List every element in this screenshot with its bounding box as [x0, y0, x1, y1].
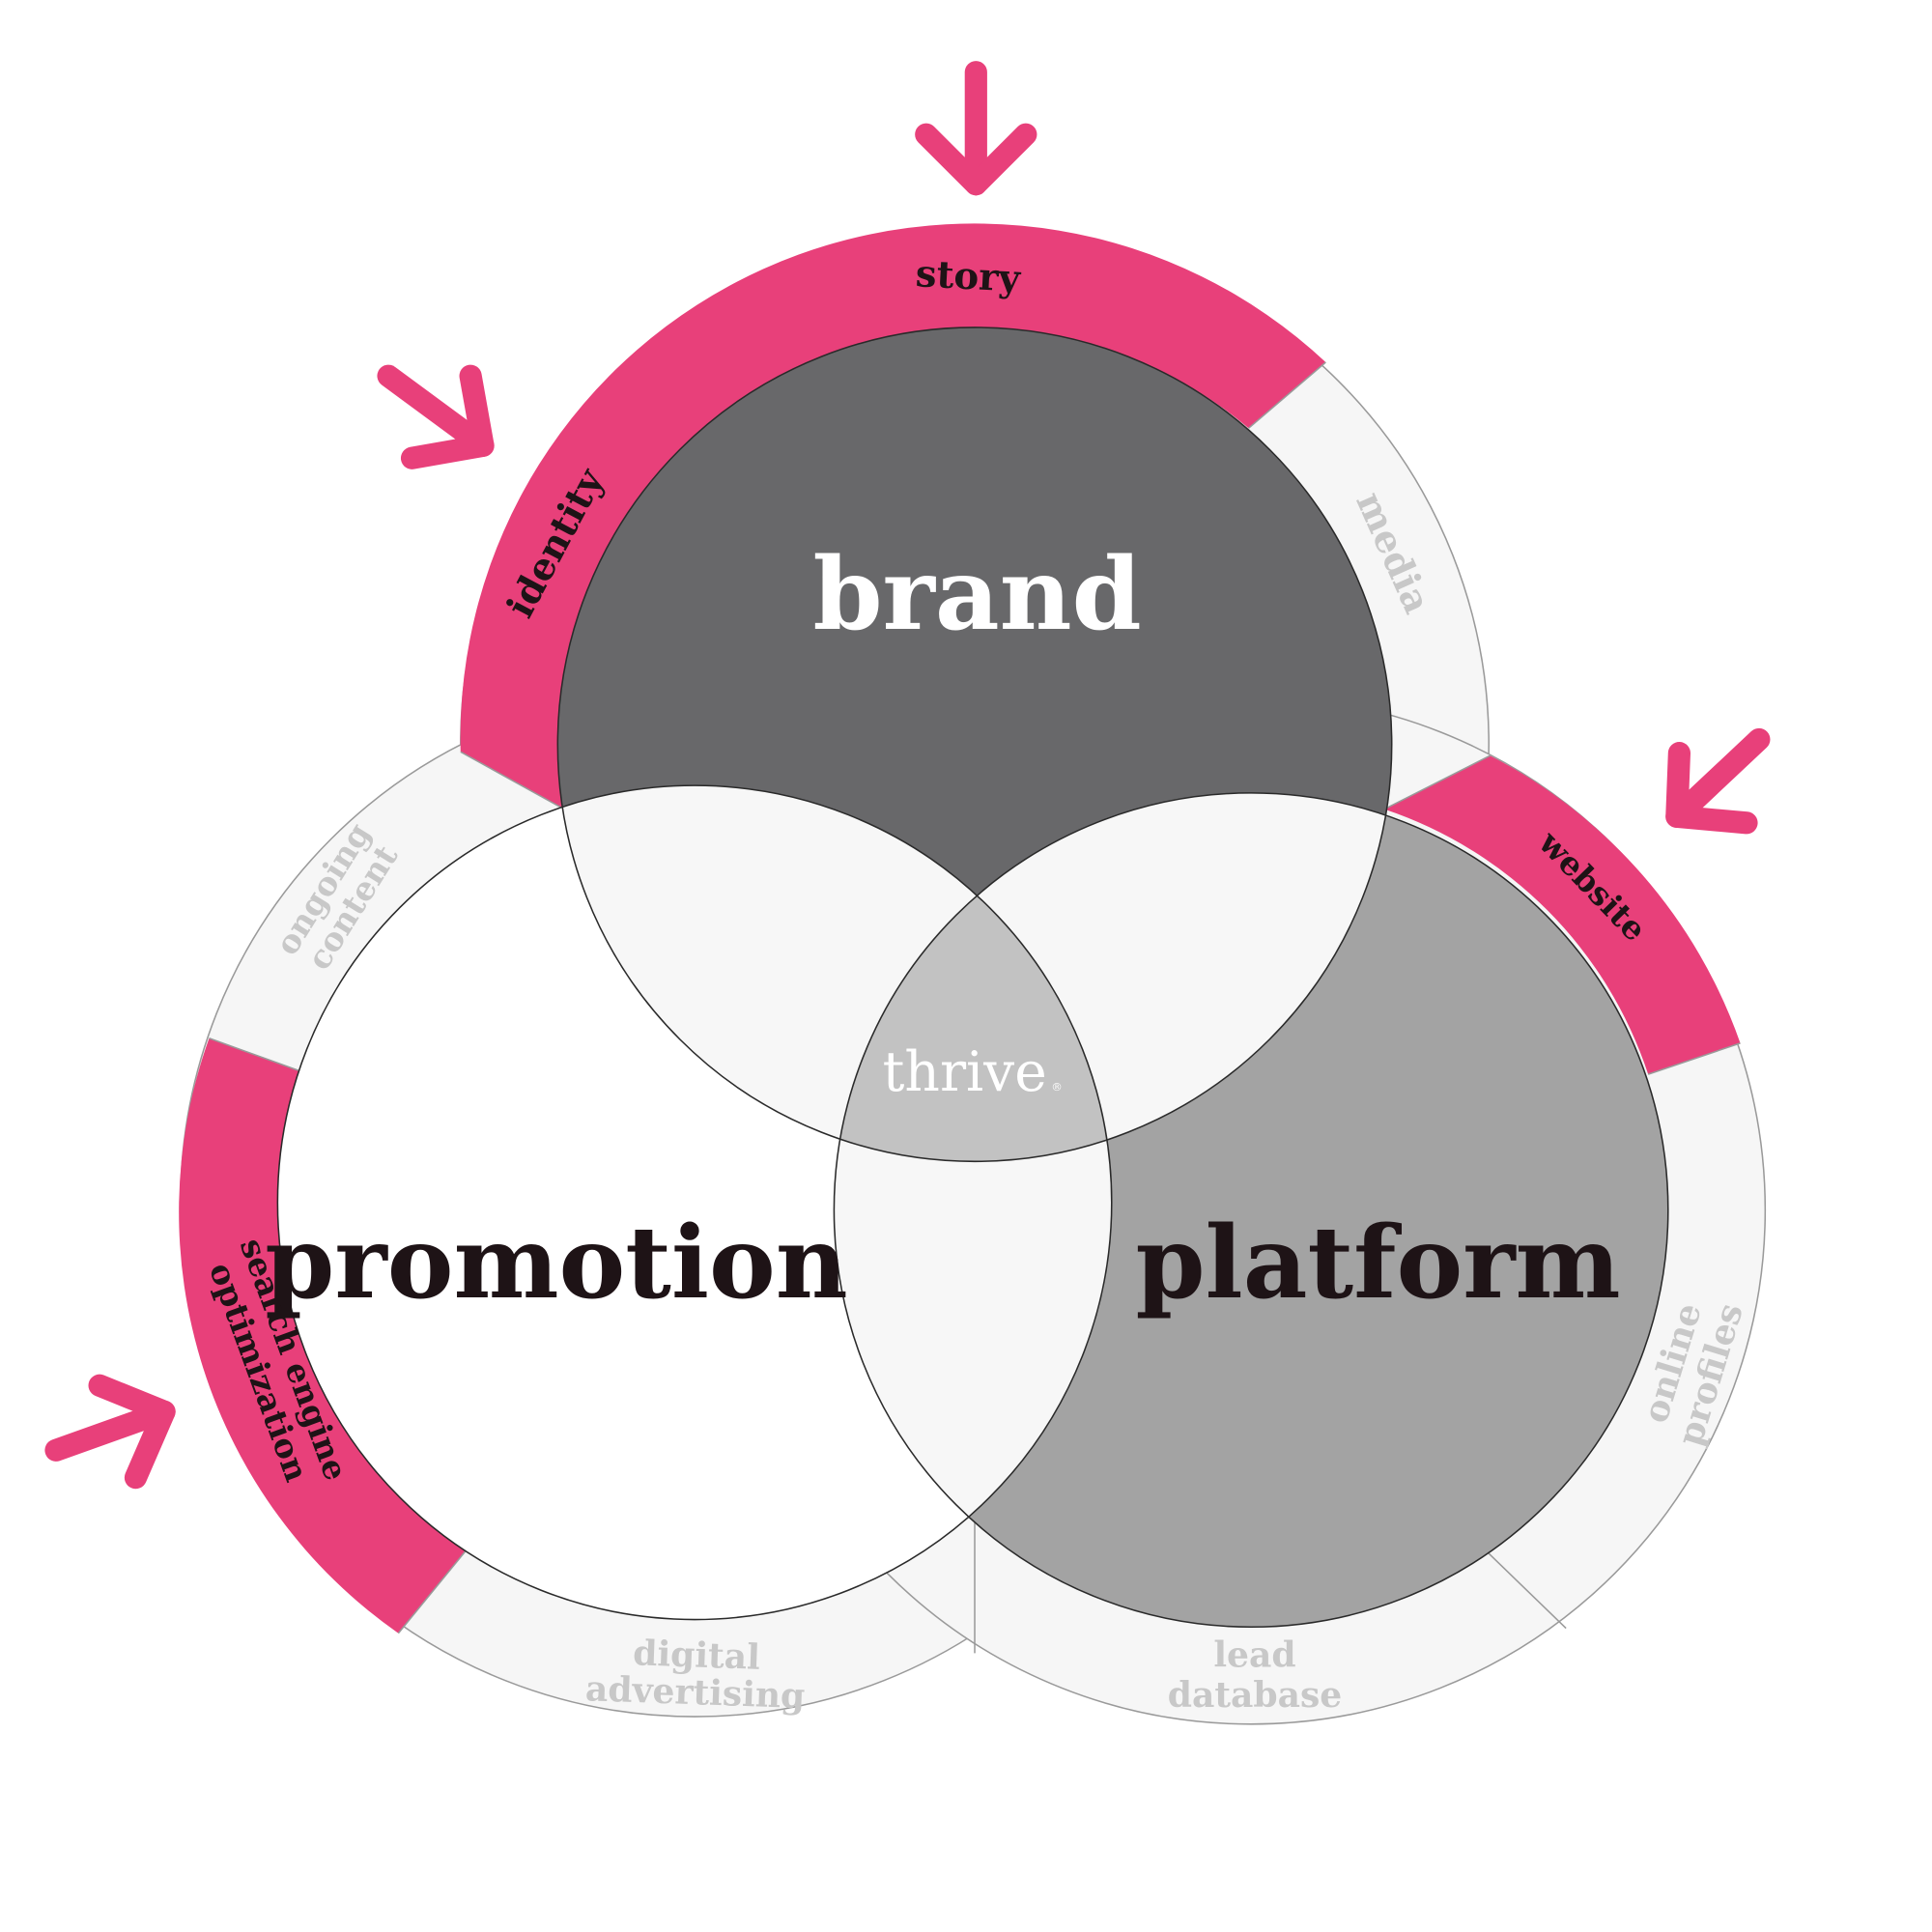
- lower-left-arrow-icon: [44, 1374, 176, 1490]
- svg-text:advertising: advertising: [584, 1667, 806, 1717]
- lead-database-label: lead database: [1168, 1634, 1343, 1716]
- story-label: story: [915, 252, 1023, 301]
- brand-label: brand: [812, 536, 1141, 653]
- upper-left-arrow-icon: [377, 364, 495, 469]
- promotion-label: promotion: [265, 1205, 847, 1321]
- center-overlap[interactable]: [834, 792, 1667, 1627]
- thrive-label: thrive: [883, 1040, 1047, 1104]
- platform-label: platform: [1135, 1205, 1620, 1321]
- svg-text:lead: lead: [1213, 1634, 1295, 1676]
- arrows: [44, 61, 1771, 1490]
- main-labels: brand promotion platform thrive ®: [265, 536, 1620, 1321]
- seo-segment[interactable]: [179, 1037, 466, 1634]
- top-arrow-icon: [915, 61, 1037, 196]
- right-arrow-icon: [1665, 727, 1771, 835]
- svg-text:digital: digital: [633, 1632, 761, 1678]
- registered-mark: ®: [1051, 1080, 1063, 1094]
- website-segment[interactable]: [1383, 755, 1741, 1075]
- story-identity-segment[interactable]: [460, 223, 1326, 810]
- digital-advertising-label: digital advertising: [584, 1632, 806, 1717]
- inner-circles: [276, 327, 1669, 1629]
- segment-dividers: [209, 361, 1741, 1654]
- svg-text:database: database: [1168, 1674, 1343, 1716]
- highlighted-segments: [179, 223, 1741, 1634]
